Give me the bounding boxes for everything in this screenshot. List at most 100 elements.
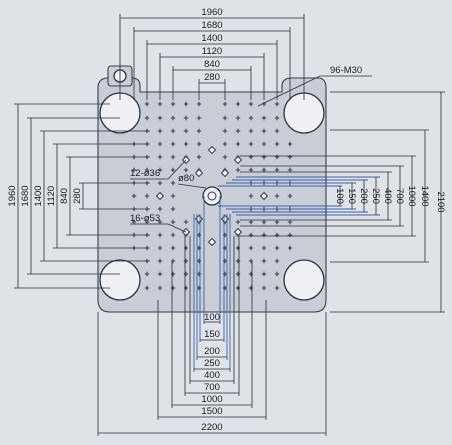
right-inner-dim-150: 150 [346, 188, 357, 204]
tapped-hole [157, 141, 163, 147]
tapped-hole [248, 245, 254, 251]
tapped-hole [170, 206, 176, 212]
tapped-hole [157, 285, 163, 291]
tapped-hole [287, 193, 293, 199]
bottom-dimensions [97, 196, 327, 436]
tapped-hole [274, 271, 280, 277]
tapped-hole [170, 115, 176, 121]
tapped-hole [183, 167, 189, 173]
tapped-hole [196, 128, 202, 134]
tapped-hole [170, 245, 176, 251]
tapped-hole [157, 271, 163, 277]
ejector-hole [233, 227, 243, 237]
tapped-hole [222, 115, 228, 121]
tapped-hole [157, 180, 163, 186]
tapped-hole [248, 128, 254, 134]
tapped-hole [157, 128, 163, 134]
tapped-hole [287, 232, 293, 238]
tapped-hole [235, 271, 241, 277]
tapped-hole [261, 271, 267, 277]
tapped-hole [144, 271, 150, 277]
ejector-hole [207, 237, 217, 247]
tapped-hole [235, 167, 241, 173]
tapped-hole [170, 167, 176, 173]
tapped-hole [248, 167, 254, 173]
tapped-hole [131, 219, 137, 225]
tapped-hole [287, 245, 293, 251]
tapped-hole [274, 154, 280, 160]
tapped-hole [170, 258, 176, 264]
tapped-hole [222, 232, 228, 238]
tapped-hole [274, 193, 280, 199]
right-dim-1000: 1000 [406, 185, 417, 206]
bottom-dim-2200: 2200 [201, 422, 222, 433]
bottom-dim-250: 250 [204, 358, 220, 369]
tapped-hole [274, 115, 280, 121]
tapped-hole [170, 232, 176, 238]
tapped-hole [222, 101, 228, 107]
top-dim-280: 280 [204, 72, 220, 83]
tapped-hole [222, 245, 228, 251]
tapped-hole [274, 232, 280, 238]
left-dim-1120: 1120 [46, 186, 57, 206]
ejector-hole [194, 168, 204, 178]
tapped-hole [157, 258, 163, 264]
bottom-dim-200: 200 [204, 346, 220, 357]
tapped-hole [170, 141, 176, 147]
tapped-hole [274, 258, 280, 264]
tapped-hole [222, 128, 228, 134]
tapped-hole [274, 141, 280, 147]
callout-holes-36: 12-ø36 [130, 168, 160, 179]
tapped-hole [144, 193, 150, 199]
tapped-hole [157, 115, 163, 121]
tapped-hole [261, 128, 267, 134]
tapped-hole [144, 219, 150, 225]
ejector-hole [220, 168, 230, 178]
tapped-hole [196, 258, 202, 264]
tapped-hole [261, 245, 267, 251]
tapped-hole [261, 219, 267, 225]
right-inner-dim-100: 100 [334, 188, 345, 204]
tapped-hole [235, 245, 241, 251]
tapped-hole [274, 128, 280, 134]
tapped-hole [235, 141, 241, 147]
tapped-hole [248, 219, 254, 225]
tapped-hole [131, 167, 137, 173]
tapped-hole [261, 141, 267, 147]
tapped-hole [170, 128, 176, 134]
tapped-hole [183, 128, 189, 134]
bottom-dim-100: 100 [204, 312, 220, 323]
tapped-hole [170, 219, 176, 225]
tapped-hole [196, 154, 202, 160]
tapped-hole [261, 167, 267, 173]
tapped-hole [144, 285, 150, 291]
tapped-hole [248, 193, 254, 199]
tapped-hole [261, 232, 267, 238]
left-dim-1400: 1400 [33, 185, 44, 206]
tapped-hole [222, 154, 228, 160]
tapped-hole [222, 141, 228, 147]
tapped-hole [261, 258, 267, 264]
tapped-hole [274, 219, 280, 225]
bottom-dim-700: 700 [204, 382, 220, 393]
ejector-hole [155, 191, 165, 201]
tapped-hole [274, 101, 280, 107]
left-dimensions [14, 103, 150, 289]
callout-center: ø80 [178, 173, 194, 184]
tapped-hole [287, 167, 293, 173]
tapped-hole [183, 285, 189, 291]
tapped-hole [248, 232, 254, 238]
tapped-hole [170, 180, 176, 186]
tapped-hole [274, 167, 280, 173]
right-inner-dim-200: 200 [358, 188, 369, 204]
ejector-hole [259, 191, 269, 201]
left-dim-280: 280 [72, 188, 83, 204]
tapped-hole [196, 115, 202, 121]
bottom-dim-400: 400 [204, 370, 220, 381]
top-dim-1960: 1960 [201, 7, 222, 18]
tapped-hole [261, 115, 267, 121]
tapped-hole [222, 271, 228, 277]
top-dim-1400: 1400 [201, 33, 222, 44]
tapped-hole [287, 154, 293, 160]
